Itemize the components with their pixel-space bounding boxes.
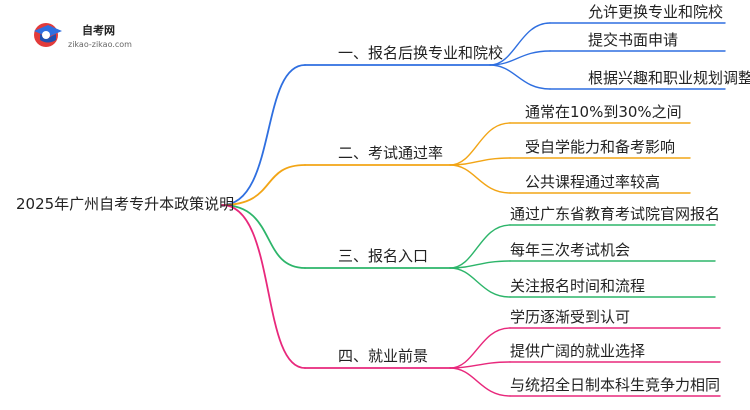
root-topic: 2025年广州自考专升本政策说明: [16, 195, 235, 213]
branch-to-leaf-connector: [449, 267, 511, 298]
graduation-cap-icon: [34, 23, 62, 47]
leaf-topic: 与统招全日制本科生竞争力相同: [510, 376, 721, 394]
leaf-topic: 每年三次考试机会: [510, 241, 631, 259]
branch-to-leaf-connector: [449, 224, 511, 269]
leaf-topic: 受自学能力和备考影响: [525, 138, 676, 156]
leaf-topic: 提供广阔的就业选择: [510, 342, 646, 360]
brand-logo: 自考网 zikao-zikao.com: [30, 17, 140, 57]
branch-to-leaf-connector: [449, 361, 511, 369]
branch-to-leaf-connector: [489, 50, 551, 66]
branch-topic-3: 三、报名入口: [338, 247, 429, 265]
root-to-branch-connector: [221, 204, 306, 269]
branch-topic-1: 一、报名后换专业和院校: [338, 44, 504, 62]
root-to-branch-connector: [221, 64, 306, 206]
root-to-branch-connector: [221, 204, 306, 369]
brand-name: 自考网: [82, 24, 115, 37]
leaf-topic: 提交书面申请: [588, 31, 679, 49]
root-to-branch-connector: [221, 164, 306, 206]
branch-to-leaf-connector: [449, 164, 511, 194]
leaf-topic: 通常在10%到30%之间: [525, 103, 682, 121]
leaf-topic: 根据兴趣和职业规划调整: [588, 69, 750, 87]
leaf-topic: 公共课程通过率较高: [525, 173, 661, 191]
leaf-topic: 允许更换专业和院校: [588, 3, 724, 21]
branch-to-leaf-connector: [449, 157, 511, 166]
branch-topic-2: 二、考试通过率: [338, 144, 444, 162]
branch-to-leaf-connector: [489, 22, 551, 66]
leaf-topic: 通过广东省教育考试院官网报名: [510, 205, 721, 223]
leaf-topic: 学历逐渐受到认可: [510, 308, 631, 326]
branch-topic-4: 四、就业前景: [338, 347, 429, 365]
branch-to-leaf-connector: [449, 122, 511, 166]
branch-to-leaf-connector: [449, 260, 511, 269]
branch-to-leaf-connector: [489, 64, 551, 90]
branch-to-leaf-connector: [449, 327, 511, 369]
brand-url: zikao-zikao.com: [68, 40, 132, 49]
leaf-topic: 关注报名时间和流程: [510, 277, 646, 295]
branch-to-leaf-connector: [449, 367, 511, 397]
